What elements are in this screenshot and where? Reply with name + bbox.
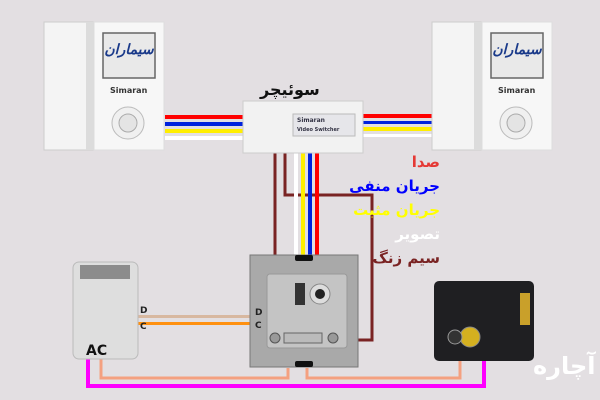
- left-monitor-logo: سیماران: [104, 42, 154, 58]
- magenta-wire: [86, 358, 486, 388]
- right-monitor-brand: Simaran: [498, 86, 536, 95]
- panel-wires: [294, 152, 319, 256]
- electric-lock: [434, 281, 534, 361]
- d-wire: [138, 315, 250, 318]
- switcher-brand: Simaran: [297, 117, 325, 124]
- c-wire: [138, 322, 250, 325]
- right-monitor-logo: سیماران: [492, 42, 542, 58]
- right-monitor-wires: [362, 114, 434, 137]
- adapter-c-label: C: [140, 322, 147, 332]
- left-monitor-brand: Simaran: [110, 86, 148, 95]
- adapter-ac-label: AC: [86, 343, 108, 359]
- salmon-wire-2: [305, 358, 462, 380]
- switcher-model: Video Switcher: [297, 127, 340, 133]
- adapter-d-label: D: [140, 306, 148, 316]
- door-panel: [249, 254, 359, 368]
- left-monitor: [43, 21, 165, 151]
- right-monitor: [431, 21, 553, 151]
- legend-audio: صدا: [411, 153, 440, 171]
- legend-positive: جریان مثبت: [353, 201, 440, 219]
- legend-video: تصویر: [395, 225, 440, 243]
- legend-negative: جریان منفی: [349, 177, 440, 195]
- left-monitor-wires: [165, 115, 245, 140]
- video-switcher: [242, 100, 364, 154]
- panel-d-label: D: [255, 308, 263, 318]
- switcher-title: سوئیچر: [260, 80, 320, 99]
- legend-bell-wire: سیم زنگ: [372, 249, 441, 267]
- ac-adapter: [72, 261, 139, 360]
- wire-legend: صدا جریان منفی جریان مثبت تصویر سیم زنگ: [349, 150, 440, 270]
- watermark-logo: آچاره: [533, 352, 596, 380]
- panel-c-label: C: [255, 321, 262, 331]
- salmon-wire-1: [99, 358, 290, 380]
